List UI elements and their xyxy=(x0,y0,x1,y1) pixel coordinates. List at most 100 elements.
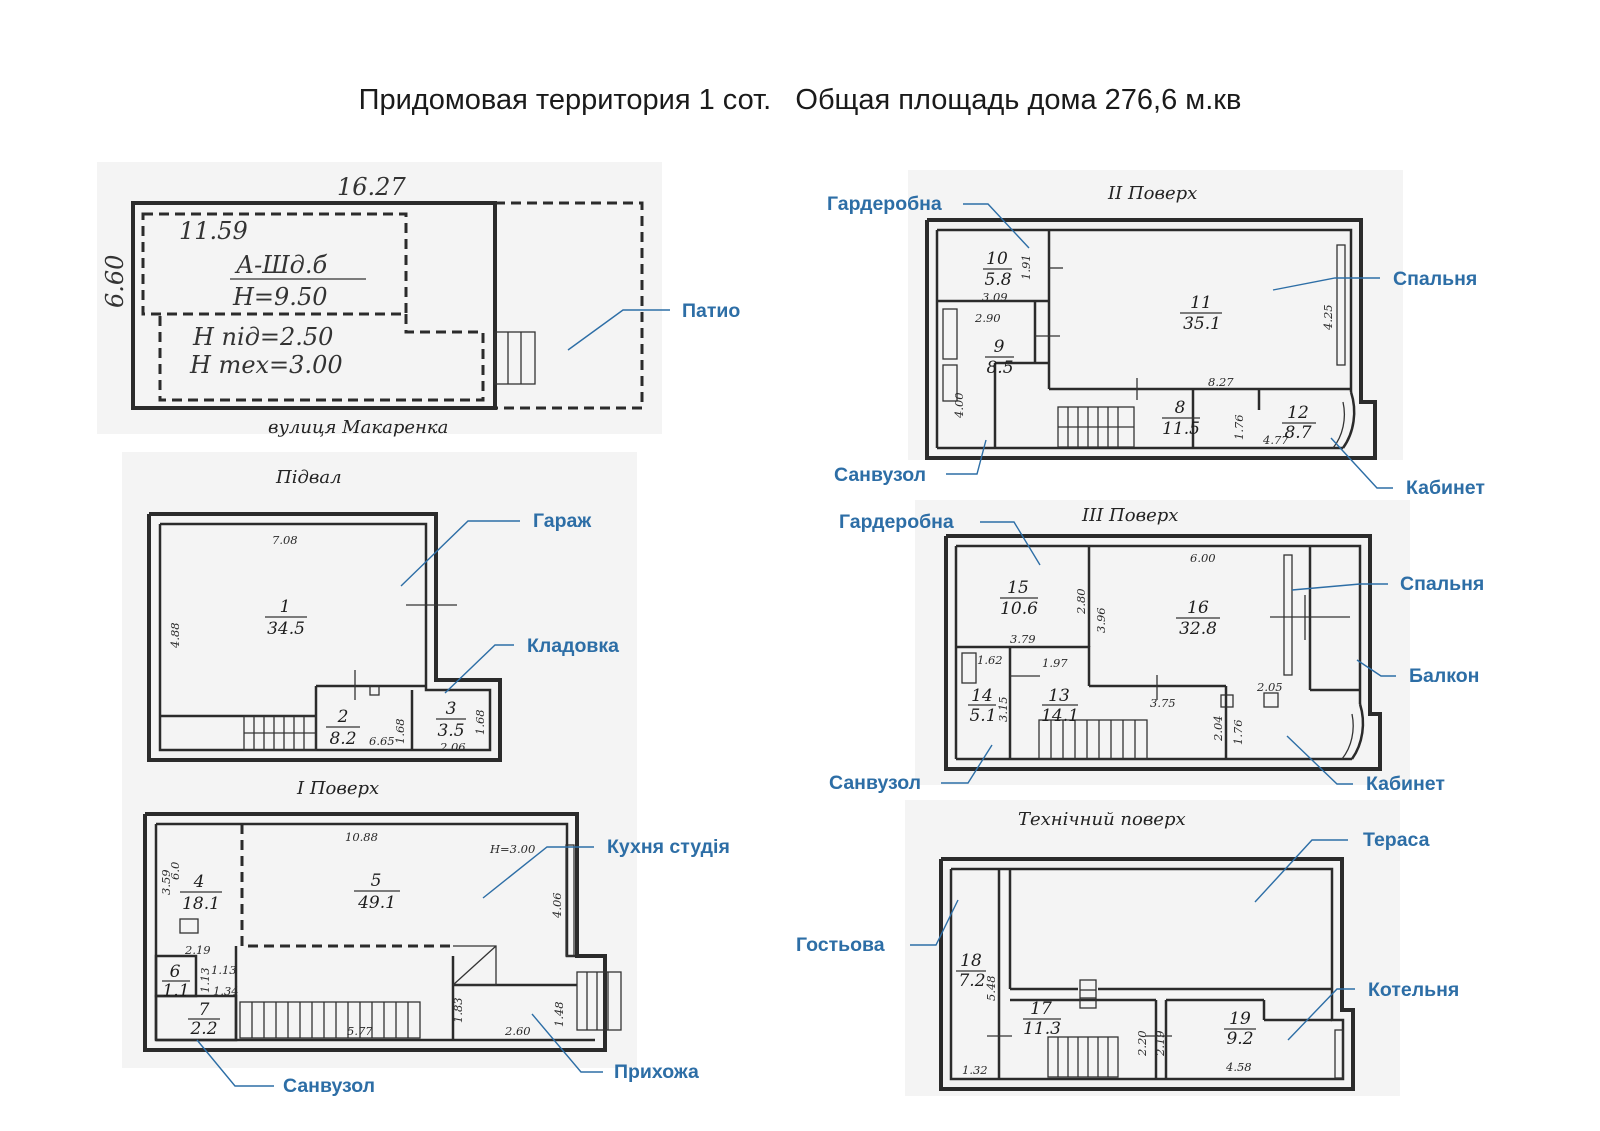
site-mark: А-Шд.б xyxy=(234,251,328,279)
site-width: 16.27 xyxy=(337,173,406,201)
svg-text:32.8: 32.8 xyxy=(1179,619,1217,639)
callout-boiler: Котельня xyxy=(1287,979,1459,1041)
dim-label: 6.0 xyxy=(168,862,182,880)
room-3: 33.5 xyxy=(436,699,466,741)
svg-text:Санвузол: Санвузол xyxy=(283,1075,375,1097)
callout-wardrobe-2: Гардеробна xyxy=(827,193,1030,249)
callout-bath-1: Санвузол xyxy=(196,1039,375,1097)
svg-text:Гардеробна: Гардеробна xyxy=(827,193,942,215)
second-floor-plan: ІІ Поверх 1.91 3.09 2.90 4.25 8.27 xyxy=(908,170,1403,460)
room-1: 134.5 xyxy=(265,597,307,639)
dim-label: 6.00 xyxy=(1190,551,1216,565)
dim-label: 7.08 xyxy=(272,533,298,547)
dim-label: 1.76 xyxy=(1231,719,1245,745)
svg-text:Гостьова: Гостьова xyxy=(796,934,885,956)
svg-text:2: 2 xyxy=(337,707,349,727)
svg-text:18.1: 18.1 xyxy=(182,894,220,914)
room-8: 811.5 xyxy=(1162,398,1200,439)
site-inner: 11.59 xyxy=(179,217,248,245)
dim-label: 2.60 xyxy=(504,1024,531,1038)
second-floor-title: ІІ Поверх xyxy=(1107,183,1197,204)
svg-text:14: 14 xyxy=(971,686,993,706)
dim-label: 2.04 xyxy=(1211,715,1225,742)
callout-patio: Патио xyxy=(567,300,740,351)
svg-text:19: 19 xyxy=(1229,1009,1251,1029)
callout-balcony-3: Балкон xyxy=(1356,659,1479,687)
first-floor-title: І Поверх xyxy=(296,778,379,799)
svg-text:Котельня: Котельня xyxy=(1368,979,1459,1001)
callout-bedroom-2: Спальня xyxy=(1272,268,1477,291)
svg-text:Санвузол: Санвузол xyxy=(834,464,926,486)
svg-text:Гардеробна: Гардеробна xyxy=(839,511,954,533)
svg-text:Санвузол: Санвузол xyxy=(829,772,921,794)
dim-label: 4.58 xyxy=(1225,1060,1252,1074)
site-h2: Н тех=3.00 xyxy=(189,351,343,379)
dim-label: 1.76 xyxy=(1232,414,1246,440)
dim-label: 1.91 xyxy=(1019,254,1033,280)
first-floor-stairs xyxy=(239,1001,421,1039)
callout-office-3: Кабинет xyxy=(1286,735,1445,795)
svg-text:9.2: 9.2 xyxy=(1226,1029,1253,1049)
svg-text:Гараж: Гараж xyxy=(533,510,591,532)
basement-stairs xyxy=(243,715,317,751)
room-19: 199.2 xyxy=(1224,1009,1256,1049)
dim-label: 2.19 xyxy=(184,943,211,957)
basement-plan: Підвал 7.08 4.88 1.68 6.65 1.68 2.06 134… xyxy=(122,452,637,770)
first-floor-plan: І Поверх 10.88 Н=3.00 3.59 6.0 4.0 xyxy=(122,770,637,1068)
svg-text:10.6: 10.6 xyxy=(1000,599,1038,619)
svg-text:Патио: Патио xyxy=(682,300,740,322)
dim-label: 2.19 xyxy=(1153,1030,1167,1057)
dim-label: 2.90 xyxy=(974,311,1001,325)
dim-label: 1.13 xyxy=(198,967,212,993)
callouts: Патио Гараж Кладовка Кухня студія Прихож… xyxy=(196,193,1485,1097)
dim-label: 2.05 xyxy=(1256,680,1283,694)
svg-text:35.1: 35.1 xyxy=(1183,314,1221,334)
room-7: 72.2 xyxy=(188,1000,220,1039)
site-depth: 6.60 xyxy=(101,255,129,308)
room-14: 145.1 xyxy=(968,686,997,726)
basement-title: Підвал xyxy=(275,467,342,488)
dim-label: 1.34 xyxy=(213,984,239,998)
svg-text:16: 16 xyxy=(1187,598,1209,618)
third-floor-plan: ІІІ Поверх 6.00 2.80 3.96 3.7 xyxy=(915,500,1410,785)
dim-label: 3.96 xyxy=(1094,607,1108,633)
technical-stairs xyxy=(1047,1036,1119,1078)
svg-text:49.1: 49.1 xyxy=(357,893,396,913)
svg-text:13: 13 xyxy=(1048,686,1070,706)
site-height: Н=9.50 xyxy=(232,283,327,311)
svg-text:Кухня студія: Кухня студія xyxy=(607,836,730,858)
svg-text:8.5: 8.5 xyxy=(986,358,1013,378)
callout-hall: Прихожа xyxy=(531,1013,699,1083)
dim-label: 10.88 xyxy=(345,830,378,844)
svg-text:3.5: 3.5 xyxy=(437,721,464,741)
dim-label: 1.32 xyxy=(962,1063,988,1077)
callout-bedroom-3: Спальня xyxy=(1291,573,1484,595)
svg-text:12: 12 xyxy=(1287,403,1309,423)
room-6: 61.1 xyxy=(162,962,190,1001)
svg-text:Кабинет: Кабинет xyxy=(1366,773,1445,795)
dim-label: 4.00 xyxy=(952,392,966,419)
dim-label: 5.77 xyxy=(347,1024,373,1038)
room-5: 549.1 xyxy=(354,871,400,913)
third-floor-stairs xyxy=(1038,719,1148,760)
svg-text:8.7: 8.7 xyxy=(1284,423,1311,443)
dim-label: 3.15 xyxy=(996,696,1010,722)
page-title: Придомовая территория 1 сот. Общая площа… xyxy=(358,84,1242,116)
svg-text:1: 1 xyxy=(280,597,291,617)
callout-storage: Кладовка xyxy=(444,635,619,694)
dim-label: 1.83 xyxy=(451,997,465,1023)
callout-garage: Гараж xyxy=(400,510,591,587)
dim-label: 5.48 xyxy=(984,975,998,1001)
dim-label: 1.13 xyxy=(211,963,237,977)
dim-label: 2.80 xyxy=(1074,588,1088,615)
svg-text:9: 9 xyxy=(994,337,1005,357)
svg-text:34.5: 34.5 xyxy=(267,619,305,639)
callout-guest: Гостьова xyxy=(796,899,959,956)
svg-text:Кабинет: Кабинет xyxy=(1406,477,1485,499)
dim-label: 1.68 xyxy=(473,709,487,735)
room-2: 28.2 xyxy=(326,707,360,749)
room-12: 128.7 xyxy=(1282,403,1316,443)
